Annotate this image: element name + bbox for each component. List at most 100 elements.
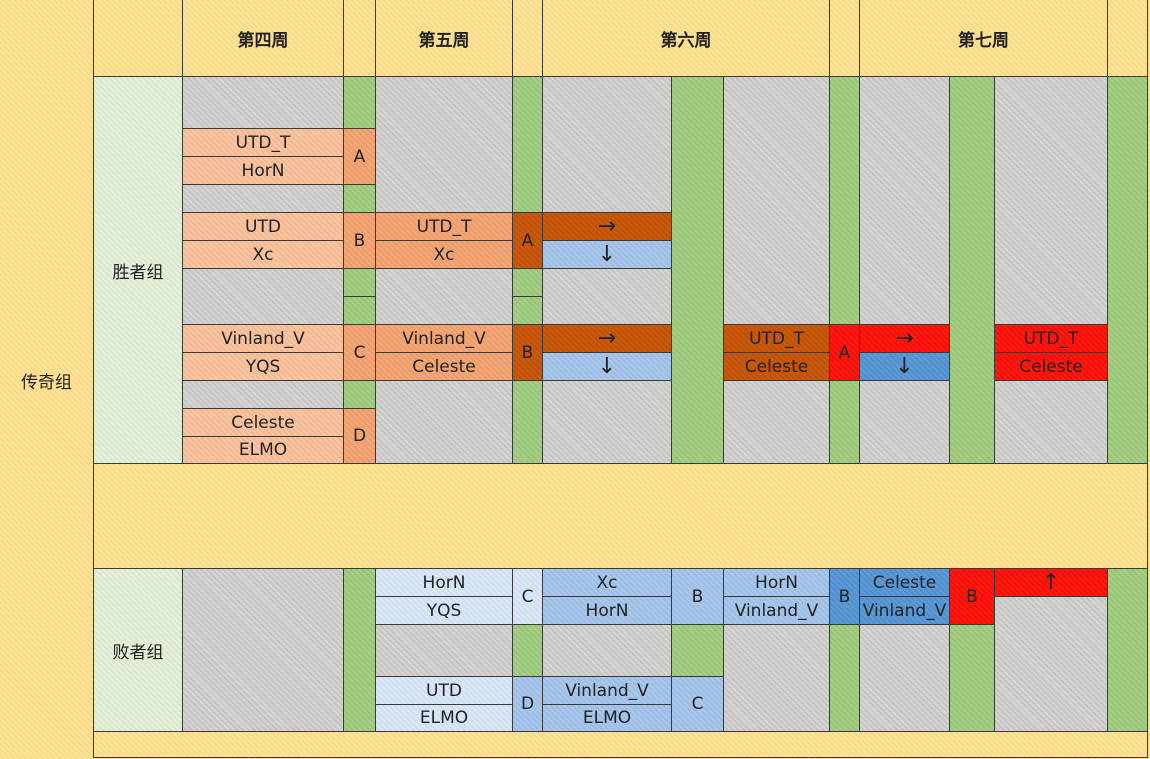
team-cell: UTD_T bbox=[723, 324, 830, 353]
week5-header: 第五周 bbox=[375, 0, 513, 77]
empty-cell bbox=[542, 76, 672, 213]
spacer-cell bbox=[512, 380, 543, 464]
week6-header: 第六周 bbox=[542, 0, 830, 77]
spacer-column bbox=[1107, 568, 1148, 732]
spacer-cell bbox=[829, 624, 860, 732]
header-spacer bbox=[1107, 0, 1148, 77]
empty-cell bbox=[994, 596, 1108, 732]
team-cell: YQS bbox=[375, 596, 513, 625]
team-cell: Xc bbox=[182, 240, 344, 269]
spacer-cell bbox=[343, 568, 376, 732]
team-cell: Xc bbox=[375, 240, 513, 269]
empty-cell bbox=[375, 624, 513, 677]
spacer-cell bbox=[343, 76, 376, 129]
advance-right-arrow-icon: → bbox=[542, 212, 672, 241]
group-column-header bbox=[93, 0, 183, 77]
spacer-cell bbox=[949, 624, 995, 732]
match-label-b: B bbox=[343, 212, 376, 269]
team-cell: Vinland_V bbox=[182, 324, 344, 353]
match-label-b: B bbox=[949, 568, 995, 625]
team-cell: UTD_T bbox=[994, 324, 1108, 353]
week7-header: 第七周 bbox=[859, 0, 1108, 77]
empty-cell bbox=[375, 380, 513, 464]
spacer-cell bbox=[829, 76, 860, 325]
spacer-cell bbox=[343, 268, 376, 297]
team-cell: Xc bbox=[542, 568, 672, 597]
team-cell: ELMO bbox=[542, 704, 672, 732]
empty-cell bbox=[542, 624, 672, 677]
spacer-cell bbox=[671, 624, 724, 677]
spacer-column bbox=[949, 76, 995, 464]
team-cell: Celeste bbox=[859, 568, 950, 597]
spacer-cell bbox=[512, 268, 543, 297]
empty-cell bbox=[859, 76, 950, 325]
empty-cell bbox=[182, 268, 344, 325]
team-cell: Celeste bbox=[994, 352, 1108, 381]
team-cell: UTD bbox=[375, 676, 513, 705]
advance-right-arrow-icon: → bbox=[542, 324, 672, 353]
match-label-a: A bbox=[512, 212, 543, 269]
spacer-cell bbox=[829, 380, 860, 464]
team-cell: ELMO bbox=[375, 704, 513, 732]
advance-right-arrow-icon: → bbox=[859, 324, 950, 353]
team-cell: Vinland_V bbox=[375, 324, 513, 353]
empty-cell bbox=[994, 380, 1108, 464]
spacer-column bbox=[671, 76, 724, 464]
empty-cell bbox=[182, 184, 344, 213]
group-divider-band bbox=[93, 463, 1148, 569]
empty-cell bbox=[723, 624, 830, 732]
team-cell: UTD_T bbox=[375, 212, 513, 241]
empty-cell bbox=[542, 268, 672, 325]
empty-cell bbox=[182, 568, 344, 732]
empty-cell bbox=[723, 380, 830, 464]
team-cell: UTD_T bbox=[182, 128, 344, 157]
team-cell: UTD bbox=[182, 212, 344, 241]
team-cell: ELMO bbox=[182, 436, 344, 464]
empty-cell bbox=[859, 624, 950, 732]
team-cell: HorN bbox=[375, 568, 513, 597]
team-cell: Celeste bbox=[182, 408, 344, 437]
team-cell: Vinland_V bbox=[723, 596, 830, 625]
header-spacer bbox=[829, 0, 860, 77]
spacer-cell bbox=[343, 380, 376, 409]
empty-cell bbox=[182, 380, 344, 409]
team-cell: HorN bbox=[723, 568, 830, 597]
drop-down-arrow-icon: ↓ bbox=[542, 352, 672, 381]
team-cell: HorN bbox=[542, 596, 672, 625]
spacer-cell bbox=[343, 296, 376, 325]
winners-group-label: 胜者组 bbox=[93, 76, 183, 464]
spacer-cell bbox=[512, 76, 543, 213]
match-label-a: A bbox=[829, 324, 860, 381]
empty-cell bbox=[542, 380, 672, 464]
match-label-c: C bbox=[512, 568, 543, 625]
spacer-cell bbox=[343, 184, 376, 213]
spacer-cell bbox=[512, 624, 543, 677]
team-cell: Celeste bbox=[723, 352, 830, 381]
empty-cell bbox=[182, 76, 344, 129]
legend-group-label: 传奇组 bbox=[21, 372, 72, 393]
bottom-band bbox=[93, 731, 1148, 758]
header-spacer bbox=[343, 0, 376, 77]
match-label-b: B bbox=[671, 568, 724, 625]
empty-cell bbox=[375, 76, 513, 213]
team-cell: HorN bbox=[182, 156, 344, 185]
match-label-b: B bbox=[829, 568, 860, 625]
empty-cell bbox=[859, 380, 950, 464]
match-label-c: C bbox=[671, 676, 724, 732]
empty-cell bbox=[723, 76, 830, 325]
team-cell: YQS bbox=[182, 352, 344, 381]
empty-cell bbox=[375, 268, 513, 325]
losers-group-label: 败者组 bbox=[93, 568, 183, 732]
match-label-c: C bbox=[343, 324, 376, 381]
match-label-b: B bbox=[512, 324, 543, 381]
drop-down-arrow-icon: ↓ bbox=[542, 240, 672, 269]
team-cell: Vinland_V bbox=[859, 596, 950, 625]
drop-down-arrow-icon: ↓ bbox=[859, 352, 950, 381]
match-label-a: A bbox=[343, 128, 376, 185]
week4-header: 第四周 bbox=[182, 0, 344, 77]
match-label-d: D bbox=[343, 408, 376, 464]
team-cell: Vinland_V bbox=[542, 676, 672, 705]
advance-up-arrow-icon: ↑ bbox=[994, 568, 1108, 597]
team-cell: Celeste bbox=[375, 352, 513, 381]
